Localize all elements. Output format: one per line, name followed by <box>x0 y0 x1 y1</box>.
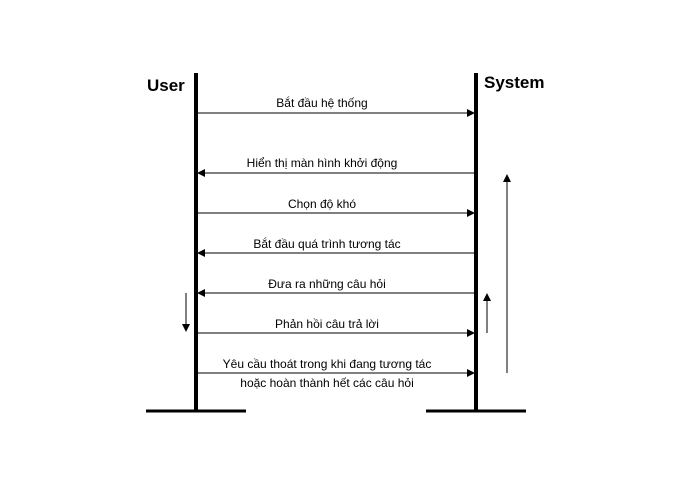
message-label-5: Đưa ra những câu hỏi <box>268 277 386 291</box>
actor-user-label: User <box>147 76 185 95</box>
message-label-6: Phản hồi câu trả lời <box>275 317 379 331</box>
message-label-1: Bắt đầu hệ thống <box>276 96 368 110</box>
message-label-7b: hoặc hoàn thành hết các câu hỏi <box>240 376 414 390</box>
actor-system-label: System <box>484 73 545 92</box>
message-label-7a: Yêu cầu thoát trong khi đang tương tác <box>222 357 432 371</box>
message-label-2: Hiển thị màn hình khởi động <box>246 156 398 170</box>
message-label-4: Bắt đầu quá trình tương tác <box>253 237 401 251</box>
message-label-3: Chọn độ khó <box>287 197 357 211</box>
